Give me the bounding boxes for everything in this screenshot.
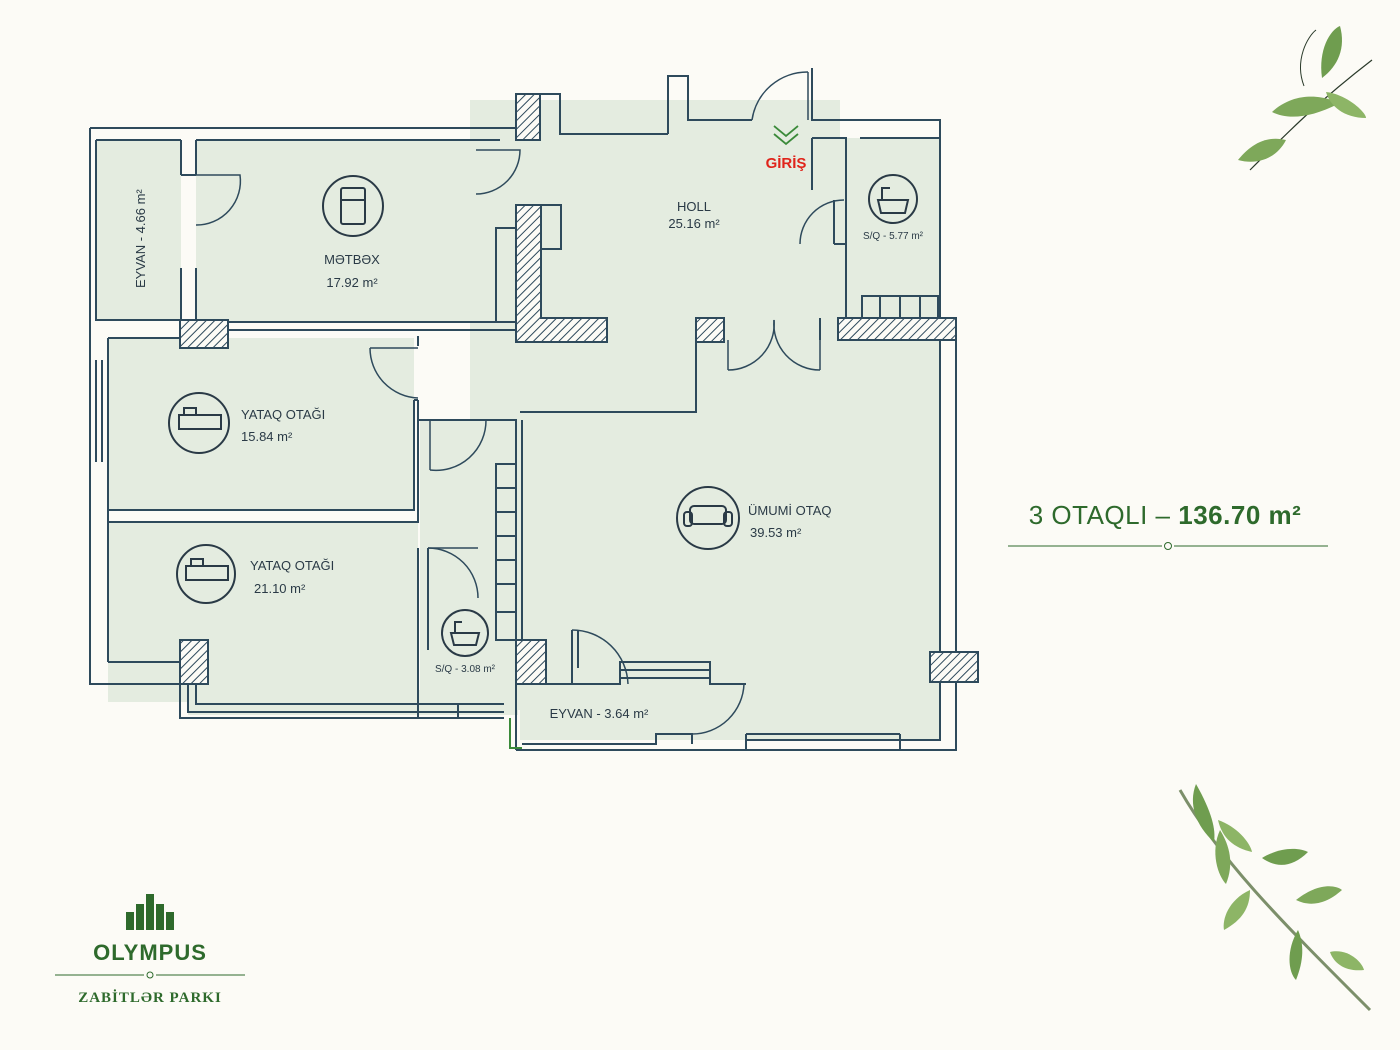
bed-icon: [168, 392, 230, 454]
entrance-label: GİRİŞ: [766, 155, 807, 172]
brand-name: OLYMPUS: [93, 940, 207, 965]
bed-icon: [176, 544, 236, 604]
summary-separator: –: [1147, 500, 1179, 530]
leaf-branch-icon: [1178, 784, 1372, 1012]
balcony-railing: [509, 718, 522, 749]
bedroom-1-area: 15.84 m²: [241, 429, 293, 444]
bathroom-2-label: S/Q - 3.08 m²: [435, 664, 496, 675]
bathtub-icon: [868, 174, 918, 224]
brand-subtitle: ZABİTLƏR PARKI: [78, 990, 222, 1006]
sofa-icon: [676, 486, 740, 550]
brand-divider: [55, 971, 245, 979]
fridge-icon: [322, 175, 384, 237]
entry-chevron-icon: [773, 125, 799, 146]
balcony-west-label: EYVAN - 4.66 m²: [133, 189, 148, 288]
total-area: 136.70 m²: [1178, 500, 1302, 530]
summary-divider: [1008, 542, 1328, 550]
walls: [89, 68, 957, 751]
living-room-area: 39.53 m²: [750, 525, 802, 540]
kitchen-name: MƏTBƏX: [324, 252, 380, 267]
room-count: 3 OTAQLI: [1028, 500, 1148, 530]
bedroom-1-name: YATAQ OTAĞI: [241, 407, 325, 422]
building-logo-icon: [126, 894, 174, 930]
living-room-name: ÜMUMİ OTAQ: [748, 503, 832, 518]
bedroom-2-area: 21.10 m²: [254, 581, 306, 596]
bathroom-1-label: S/Q - 5.77 m²: [863, 231, 924, 242]
kitchen-area: 17.92 m²: [326, 275, 378, 290]
bedroom-2-name: YATAQ OTAĞI: [250, 558, 334, 573]
apartment-summary: 3 OTAQLI – 136.70 m²: [1000, 500, 1330, 531]
bathtub-icon: [441, 609, 489, 657]
balcony-south-label: EYVAN - 3.64 m²: [550, 706, 649, 721]
structural-columns: [179, 93, 979, 685]
hall-area: 25.16 m²: [668, 216, 720, 231]
doors: [195, 71, 845, 735]
leaf-branch-icon: [1238, 26, 1373, 171]
floor-area: [96, 100, 940, 740]
hall-name: HOLL: [677, 199, 711, 214]
